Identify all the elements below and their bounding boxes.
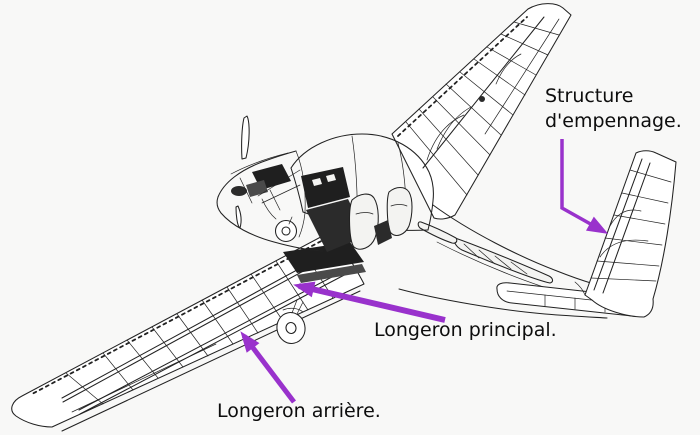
tail-fin xyxy=(574,150,677,318)
cockpit-canopy xyxy=(290,133,434,252)
nose-wheel xyxy=(274,216,298,243)
rear-spar-arrow xyxy=(240,331,296,404)
far-wing xyxy=(391,3,572,220)
fuselage xyxy=(398,204,608,319)
empennage-structure-label: Structure d'empennage. xyxy=(545,85,682,132)
main-spar-arrow xyxy=(293,281,446,323)
main-wheel xyxy=(276,299,306,344)
main-spar-label: Longeron principal. xyxy=(374,319,557,341)
near-wing xyxy=(11,230,366,432)
rear-spar-label: Longeron arrière. xyxy=(217,400,381,422)
annotation-arrows xyxy=(240,139,609,404)
engine-cowling xyxy=(216,150,323,252)
propeller xyxy=(235,115,250,229)
empennage-arrow xyxy=(560,139,609,234)
